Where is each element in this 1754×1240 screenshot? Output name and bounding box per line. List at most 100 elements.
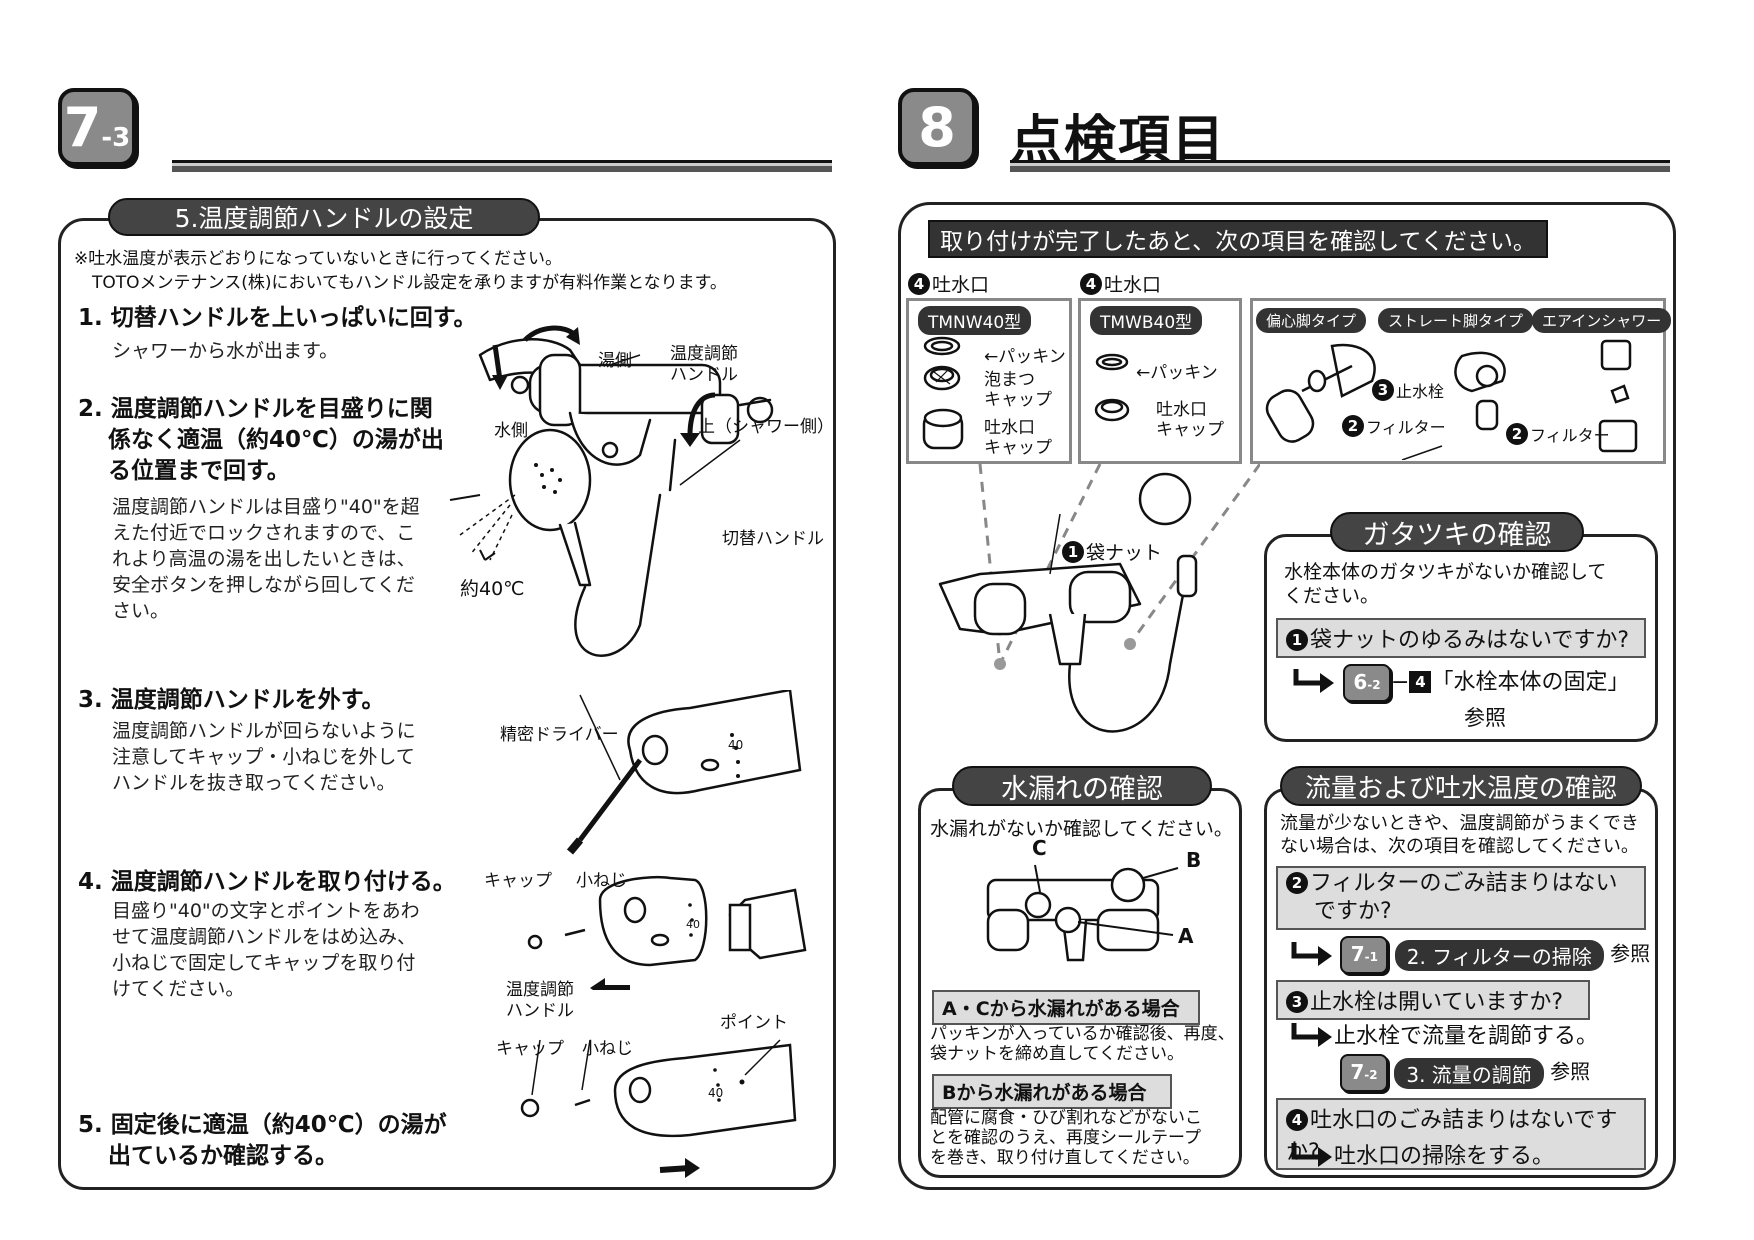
item-label: キャップ [984, 438, 1052, 458]
text-line: ない場合は、次の項目を確認してください。 [1280, 836, 1639, 857]
label-line: ハンドル [670, 365, 738, 385]
check-banner: 取り付けが完了したあと、次の項目を確認してください。 [928, 220, 1548, 258]
faucet-shower-illustration [449, 325, 774, 657]
scale-40-c: 40 [708, 1086, 724, 1100]
gatatsuki-reference: 6-2−4「水栓本体の固定」 [1292, 664, 1629, 702]
number-1-icon: 1 [1286, 629, 1308, 651]
leak-check-box [918, 788, 1242, 1178]
model-2-item-packing: ←パッキン [1136, 363, 1218, 383]
handle-removal-illustration [566, 690, 802, 855]
gatatsuki-text: 水栓本体のガタツキがないか確認して ください。 [1284, 560, 1606, 608]
step-2-body-line: えた付近でロックされますので、こ [112, 522, 416, 544]
ref-badge-sub: -1 [1364, 950, 1378, 964]
item-label: 吐水口 [1156, 400, 1207, 420]
section-title-pill: 5.温度調節ハンドルの設定 [108, 198, 540, 236]
check-banner-text: 取り付けが完了したあと、次の項目を確認してください。 [940, 229, 1536, 255]
label-water-side: 水側 [494, 421, 528, 441]
leak-case-b: Bから水漏れがある場合 [932, 1074, 1172, 1109]
label-point: ポイント [720, 1013, 788, 1033]
number-4-icon: 4 [1080, 273, 1102, 295]
item-label: パッキン [1150, 363, 1218, 383]
ref-badge-num: 6 [1353, 670, 1368, 694]
badge-subnumber: -3 [101, 123, 131, 153]
leak-label-a: A [1178, 924, 1194, 948]
gatatsuki-title-pill: ガタツキの確認 [1330, 512, 1584, 552]
flow-title: 流量および吐水温度の確認 [1304, 773, 1617, 804]
item-label: 泡まつ [984, 370, 1035, 390]
step-1-heading: 1. 切替ハンドルを上いっぱいに回す。 [78, 305, 477, 331]
step-4-body-line: 小ねじで固定してキャップを取り付 [112, 952, 416, 974]
flow-text: 流量が少ないときや、温度調節がうまくでき ない場合は、次の項目を確認してください… [1280, 812, 1639, 858]
ref-badge-num: 7 [1350, 942, 1365, 966]
leak-case-ac-text: A・Cから水漏れがある場合 [942, 998, 1180, 1020]
question-text: ですか? [1314, 899, 1392, 924]
step-5-heading-line: 5. 固定後に適温（約40℃）の湯が [78, 1112, 447, 1138]
step-3-body: 温度調節ハンドルが回らないように 注意してキャップ・小ねじを外して ハンドルを抜… [112, 718, 416, 796]
text-line: 流量が少ないときや、温度調節がうまくでき [1280, 813, 1639, 834]
number-4-icon: 4 [908, 273, 930, 295]
step-3-body-line: ハンドルを抜き取ってください。 [112, 772, 396, 794]
model-tmwb40-tag: TMWB40型 [1090, 306, 1203, 335]
label-temp-handle: 温度調節 ハンドル [670, 344, 738, 386]
flow-q3-reference: 7-2 3. 流量の調節 参照 [1340, 1054, 1590, 1092]
item-label: 吐水口 [984, 418, 1035, 438]
leak-title: 水漏れの確認 [1001, 773, 1163, 805]
step-4-heading: 4. 温度調節ハンドルを取り付ける。 [78, 869, 456, 895]
label-cap: キャップ [484, 871, 552, 891]
ref-text: 「水栓本体の固定」 [1431, 670, 1630, 695]
leak-points-illustration [986, 864, 1179, 962]
filter-text: フィルター [1530, 426, 1610, 445]
filter-text: フィルター [1366, 418, 1446, 437]
step-3-body-line: 注意してキャップ・小ねじを外して [112, 746, 415, 768]
gatatsuki-ref-suffix: 参照 [1464, 706, 1506, 730]
type-tag-air-in-shower: エアインシャワー [1532, 308, 1672, 333]
right-arrow-icon [1290, 940, 1334, 971]
model-2-item-spout-cap: 吐水口 キャップ [1156, 400, 1224, 440]
step-1-body: シャワーから水が出ます。 [112, 340, 339, 362]
right-arrow-icon [1290, 1021, 1334, 1053]
label-line: ハンドル [506, 1001, 574, 1021]
leak-text: 水漏れがないか確認してください。 [930, 818, 1233, 840]
number-3-icon: 3 [1286, 991, 1308, 1013]
ref-suffix: 参照 [1550, 1059, 1591, 1084]
leak-label-c: C [1032, 836, 1047, 860]
step-2-body: 温度調節ハンドルは目盛り"40"を超 えた付近でロックされますので、こ れより高… [112, 494, 420, 624]
note-line-2: TOTOメンテナンス(株)においてもハンドル設定を承りますが有料作業となります。 [92, 273, 727, 293]
badge-number: 8 [918, 95, 956, 159]
text-line: ください。 [1284, 585, 1380, 607]
header-rule-left [172, 160, 832, 172]
model-1-item-packing: ←パッキン [984, 347, 1066, 367]
scale-40-a: 40 [728, 738, 744, 752]
ref-filter-cleaning: 2. フィルターの掃除 [1394, 939, 1604, 971]
flow-title-pill: 流量および吐水温度の確認 [1280, 766, 1642, 806]
step-2-body-line: さい。 [112, 600, 170, 622]
question-text: 止水栓は開いていますか? [1310, 990, 1564, 1015]
leak-title-pill: 水漏れの確認 [952, 766, 1212, 806]
step-2-heading-line: 係なく適温（約40℃）の湯が出 [108, 427, 444, 453]
label-cap-2: キャップ [496, 1039, 564, 1059]
ref-suffix: 参照 [1610, 941, 1651, 966]
type-tag-straight: ストレート脚タイプ [1378, 308, 1534, 333]
number-3-icon: 3 [1372, 379, 1394, 401]
item-label: キャップ [984, 390, 1052, 410]
ref-badge-6-2: 6-2 [1343, 664, 1391, 702]
step-3-heading: 3. 温度調節ハンドルを外す。 [78, 687, 385, 713]
question-text: 吐水口のごみ詰まりはないですか? [1286, 1108, 1618, 1165]
header-rule-right [1010, 160, 1670, 172]
model-1-parts-illustration [922, 336, 964, 450]
text-line: とを確認のうえ、再度シールテープ [930, 1128, 1201, 1148]
main-faucet-illustration [938, 464, 1260, 733]
item-label: パッキン [998, 347, 1066, 367]
step-4-body-line: けてください。 [112, 978, 245, 1000]
number-2-icon: 2 [1286, 872, 1308, 894]
label-precision-driver: 精密ドライバー [500, 725, 619, 745]
right-arrow-icon [1290, 1141, 1334, 1173]
leak-case-ac-body: パッキンが入っているか確認後、再度、 袋ナットを締め直してください。 [930, 1024, 1235, 1064]
step-2-heading-line: る位置まで回す。 [108, 458, 290, 484]
